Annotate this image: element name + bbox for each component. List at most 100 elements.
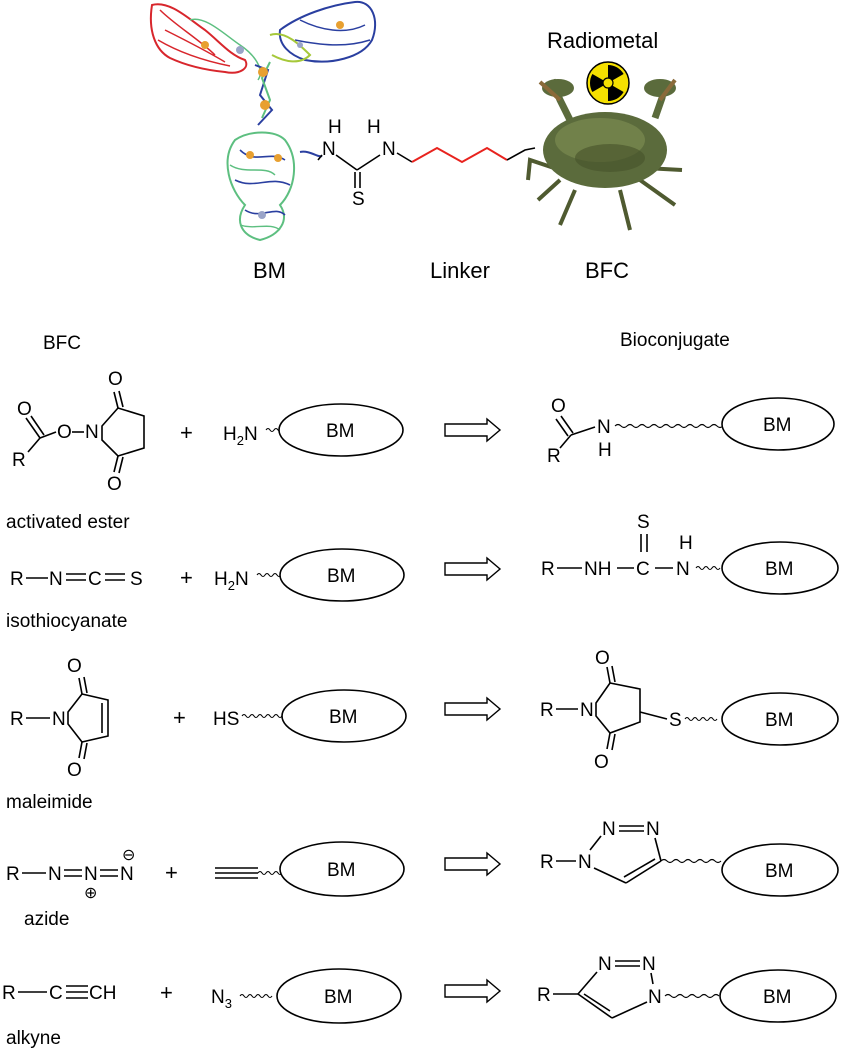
bfc-name: activated ester: [6, 512, 130, 533]
header-h2: H: [367, 117, 381, 138]
azide-plus: ⊕: [84, 885, 97, 902]
triazole-n1: N: [598, 954, 612, 975]
triazole-n2: N: [642, 954, 656, 975]
bm-text: BM: [765, 861, 794, 882]
bm-ellipse: [279, 548, 405, 602]
bm-text: BM: [765, 710, 794, 731]
bfc-r: R: [6, 864, 20, 885]
column-title-bfc: BFC: [43, 333, 81, 354]
radiometal-label: Radiometal: [547, 28, 658, 53]
product-c: C: [636, 559, 650, 580]
reagent-hs: HS: [213, 709, 239, 730]
o-bottom: O: [107, 474, 122, 495]
plus-sign: +: [173, 705, 186, 730]
bm-text: BM: [763, 415, 792, 436]
bfc-name: azide: [24, 909, 69, 930]
bm-text: BM: [327, 566, 356, 587]
svg-text:CH: CH: [89, 983, 116, 1004]
azide-n2: N: [84, 864, 98, 885]
o-carbonyl: O: [17, 399, 32, 420]
bfc-o-top: O: [67, 656, 82, 677]
reaction-arrow: [444, 696, 502, 722]
product-n: N: [597, 417, 611, 438]
reaction-arrow: [444, 978, 502, 1004]
header-n2: N: [382, 139, 396, 160]
reaction-arrow: [444, 417, 502, 443]
svg-text:S: S: [130, 569, 143, 590]
bm-ellipse: [281, 689, 407, 743]
bfc-name: alkyne: [6, 1028, 61, 1049]
plus-sign: +: [180, 420, 193, 445]
o-ester: O: [57, 422, 72, 443]
reaction-row-alkyne: R C CH + N3 BM R N N N BM alkyne: [2, 954, 837, 1049]
bfc-formula: R: [10, 569, 24, 590]
bm-ellipse: [721, 397, 835, 451]
triazole-n3: N: [646, 819, 660, 840]
radiation-icon: [586, 61, 630, 105]
bm-ellipse: [279, 841, 405, 897]
triazole-n3: N: [648, 987, 662, 1008]
triazole-n2: N: [602, 819, 616, 840]
bm-ellipse: [276, 968, 402, 1024]
product-o: O: [551, 396, 566, 417]
column-title-bioconjugate: Bioconjugate: [620, 330, 730, 351]
plus-sign: +: [165, 860, 178, 885]
bm-text: BM: [763, 987, 792, 1008]
product-h: H: [598, 440, 612, 461]
reagent-h2n: H2N: [214, 569, 249, 593]
crab-image: [526, 78, 683, 231]
header-n1: N: [322, 139, 336, 160]
bm-ellipse: [721, 843, 839, 897]
bfc-name: isothiocyanate: [6, 611, 127, 632]
thiourea-linker: H N H N S: [317, 117, 536, 210]
o-top: O: [108, 369, 123, 390]
reagent-h2n: H2N: [223, 424, 258, 448]
azide-n3: N: [120, 864, 134, 885]
header-s: S: [352, 189, 365, 210]
product-n: N: [580, 700, 594, 721]
bfc-n: N: [52, 709, 66, 730]
triazole-n1: N: [578, 852, 592, 873]
product-s: S: [669, 710, 682, 731]
product-o-top: O: [595, 648, 610, 669]
product-nh: NH: [584, 559, 611, 580]
product-o-bottom: O: [594, 752, 609, 773]
reaction-row-maleimide: R N O O + HS BM R N O O S BM maleimide: [6, 648, 839, 813]
svg-text:C: C: [49, 983, 63, 1004]
bfc-r: R: [2, 983, 16, 1004]
product-r: R: [537, 985, 551, 1006]
bfc-name: maleimide: [6, 792, 93, 813]
product-n: N: [676, 559, 690, 580]
header-h1: H: [328, 117, 342, 138]
svg-text:N: N: [49, 569, 63, 590]
bm-ellipse: [721, 541, 839, 595]
svg-text:C: C: [88, 569, 102, 590]
bm-ellipse: [719, 969, 837, 1023]
reaction-row-activated-ester: O R O N O O + H2N BM O R N H BM activate…: [6, 369, 835, 533]
linker-label: Linker: [430, 258, 490, 283]
bm-text: BM: [327, 860, 356, 881]
reaction-row-isothiocyanate: R N C S + H2N BM R NH C S H N BM isothio…: [6, 512, 839, 632]
product-s: S: [637, 512, 650, 533]
r-group: R: [12, 450, 26, 471]
plus-sign: +: [180, 565, 193, 590]
product-h: H: [679, 533, 693, 554]
bfc-o-bottom: O: [67, 760, 82, 781]
reaction-arrow: [444, 851, 502, 877]
product-r: R: [540, 700, 554, 721]
bfc-label: BFC: [585, 258, 629, 283]
linker-chain: [396, 152, 413, 163]
azide-minus: ⊖: [122, 847, 135, 864]
n-succinimide: N: [85, 422, 99, 443]
product-r: R: [541, 559, 555, 580]
bm-text: BM: [329, 707, 358, 728]
reagent-n3: N3: [211, 987, 232, 1011]
bfc-r: R: [10, 709, 24, 730]
antibody-structure: [150, 0, 377, 242]
bm-ellipse: [721, 692, 839, 746]
reaction-arrow: [444, 556, 502, 582]
bm-text: BM: [765, 559, 794, 580]
azide-n1: N: [48, 864, 62, 885]
